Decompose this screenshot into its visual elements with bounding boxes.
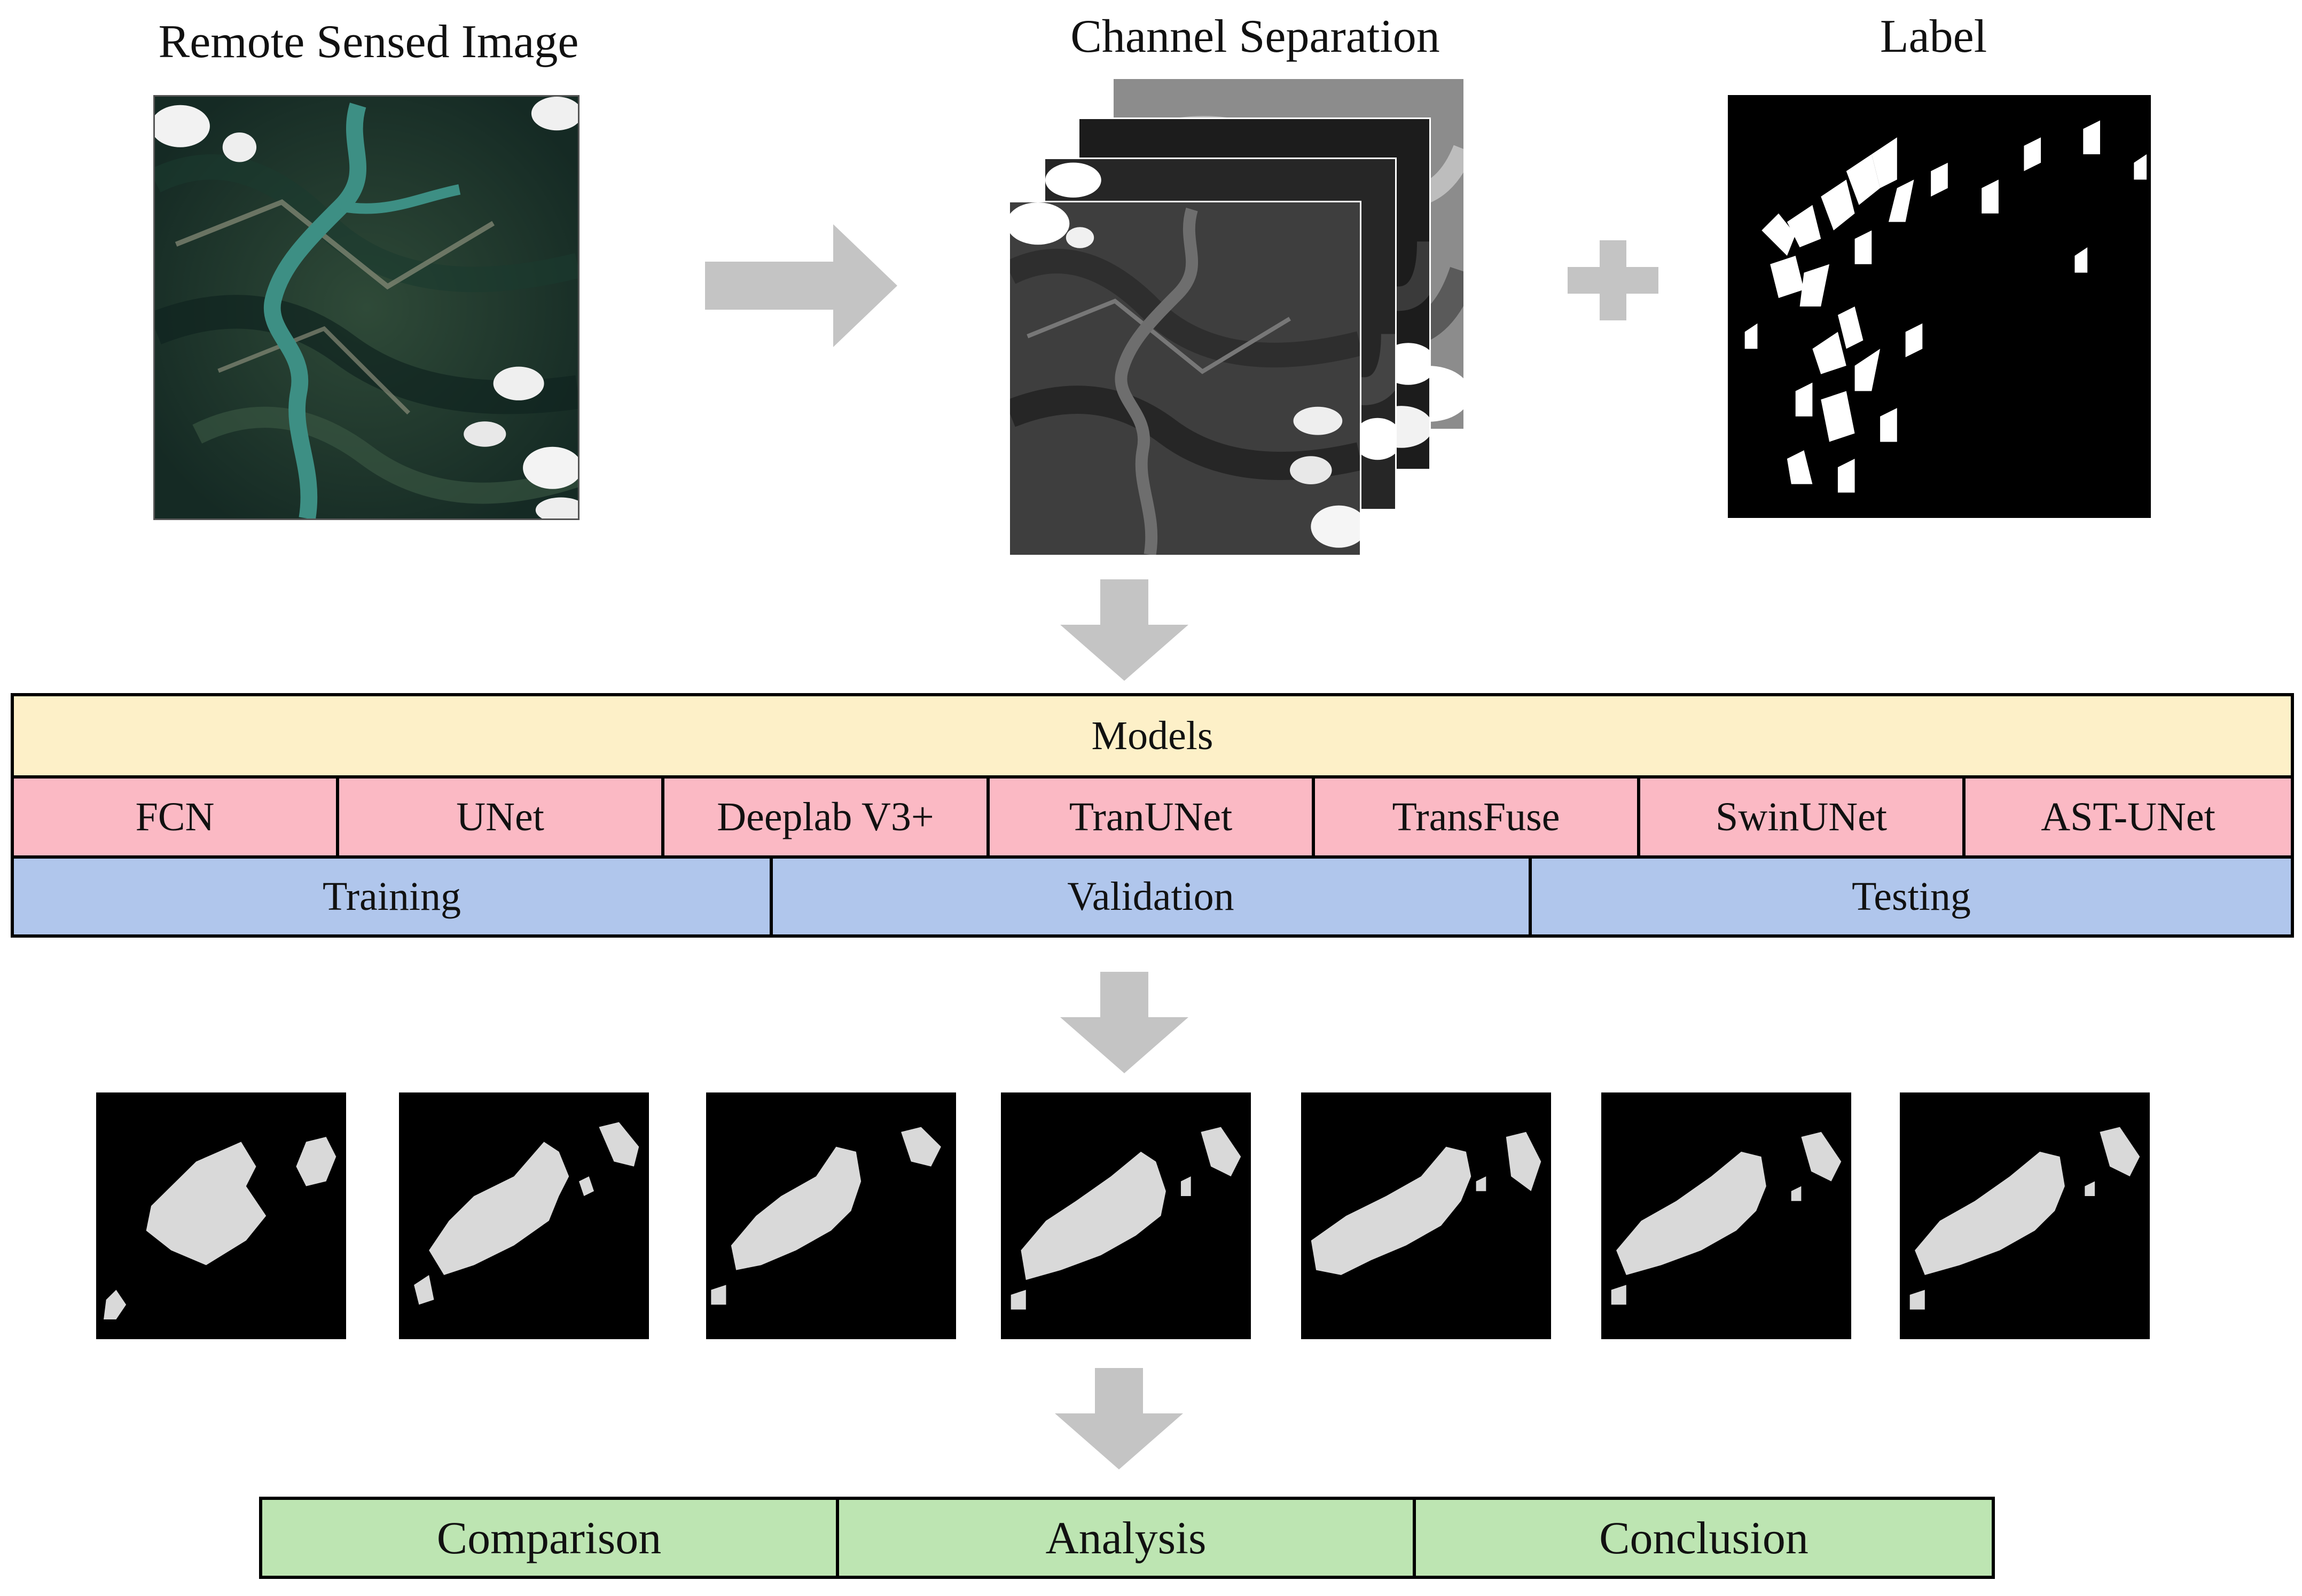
plus-icon (1568, 240, 1658, 320)
right-arrow-icon (705, 224, 897, 347)
models-header-band: Models (14, 696, 2291, 779)
model-tranunet: TranUNet (990, 779, 1315, 855)
split-training: Training (14, 859, 773, 934)
label-image (1728, 95, 2151, 518)
splits-band: Training Validation Testing (14, 859, 2291, 934)
channel-layer-1 (1008, 201, 1361, 556)
model-unet: UNet (339, 779, 664, 855)
remote-sensed-image (153, 95, 580, 520)
prediction-mask-unet (399, 1092, 649, 1339)
outcome-analysis: Analysis (839, 1500, 1416, 1576)
channel-separation-caption: Channel Separation (1070, 11, 1440, 62)
model-ast-unet: AST-UNet (2041, 794, 2215, 839)
prediction-mask-swinunet (1601, 1092, 1851, 1339)
down-arrow-icon (1060, 579, 1188, 681)
remote-sensed-caption: Remote Sensed Image (158, 16, 579, 68)
prediction-mask-tranunet (1001, 1092, 1251, 1339)
models-header: Models (1091, 713, 1213, 758)
model-deeplab: Deeplab V3+ (664, 779, 990, 855)
model-transfuse: TransFuse (1315, 779, 1640, 855)
split-testing: Testing (1852, 874, 1971, 919)
outcome-conclusion: Conclusion (1599, 1512, 1808, 1563)
model-fcn: FCN (14, 779, 339, 855)
outcomes-table: Comparison Analysis Conclusion (259, 1497, 1995, 1579)
model-swinunet: SwinUNet (1640, 779, 1966, 855)
prediction-mask-ast-unet (1900, 1092, 2150, 1339)
label-caption: Label (1880, 11, 1987, 62)
down-arrow-icon (1060, 972, 1188, 1073)
split-validation: Validation (773, 859, 1532, 934)
models-table: Models FCN UNet Deeplab V3+ TranUNet Tra… (11, 693, 2294, 938)
outcome-comparison: Comparison (262, 1500, 839, 1576)
down-arrow-icon (1055, 1368, 1183, 1469)
prediction-mask-fcn (96, 1092, 346, 1339)
prediction-mask-transfuse (1301, 1092, 1551, 1339)
models-band: FCN UNet Deeplab V3+ TranUNet TransFuse … (14, 779, 2291, 859)
prediction-mask-deeplab (706, 1092, 956, 1339)
